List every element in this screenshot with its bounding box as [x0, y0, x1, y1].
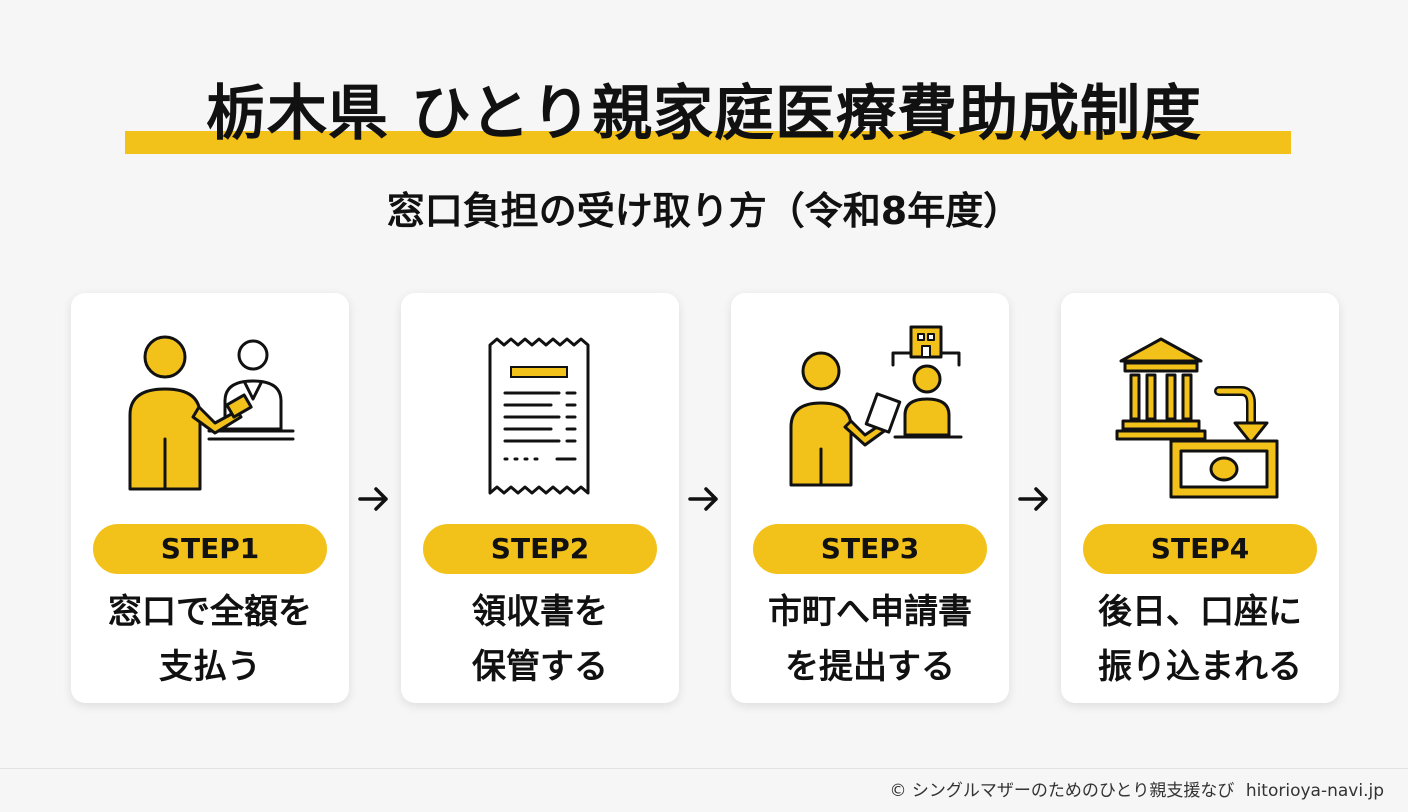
- bank-transfer-icon: [1115, 337, 1279, 499]
- step-description-line: を提出する: [785, 647, 955, 687]
- page-title: 栃木県 ひとり親家庭医療費助成制度: [205, 79, 1203, 149]
- step-description: 後日、口座に 振り込まれる: [1061, 585, 1339, 695]
- step-card-3: STEP3 市町へ申請書 を提出する: [731, 293, 1009, 703]
- step-card-1: STEP1 窓口で全額を 支払う: [71, 293, 349, 703]
- step-label: STEP2: [423, 524, 657, 574]
- footer: © シングルマザーのためのひとり親支援なび hitorioya-navi.jp: [884, 776, 1385, 806]
- footer-divider: [0, 768, 1408, 769]
- step-description-line: 窓口で全額を: [108, 592, 312, 632]
- step-label: STEP3: [753, 524, 987, 574]
- footer-site: hitorioya-navi.jp: [1245, 781, 1384, 801]
- step-label: STEP4: [1083, 524, 1317, 574]
- step-description-line: 支払う: [159, 647, 261, 687]
- arrow-right-icon: [688, 487, 718, 511]
- step-description-line: 領収書を: [472, 592, 608, 632]
- step-label: STEP1: [93, 524, 327, 574]
- step-description-line: 振り込まれる: [1098, 647, 1302, 687]
- payment-counter-icon: [128, 335, 295, 491]
- step-card-4: STEP4 後日、口座に 振り込まれる: [1061, 293, 1339, 703]
- submit-application-icon: [789, 325, 963, 487]
- step-card-2: STEP2 領収書を 保管する: [401, 293, 679, 703]
- step-description: 領収書を 保管する: [401, 585, 679, 695]
- step-description-line: 後日、口座に: [1098, 592, 1302, 632]
- page-subtitle: 窓口負担の受け取り方（令和8年度）: [386, 189, 1022, 233]
- step-description-line: 市町へ申請書: [768, 592, 972, 632]
- arrow-right-icon: [358, 487, 388, 511]
- arrow-right-icon: [1018, 487, 1048, 511]
- receipt-icon: [488, 337, 590, 495]
- footer-copyright: © シングルマザーのためのひとり親支援なび: [889, 781, 1235, 801]
- step-description: 窓口で全額を 支払う: [71, 585, 349, 695]
- step-description-line: 保管する: [472, 647, 608, 687]
- title-wrap: 栃木県 ひとり親家庭医療費助成制度: [0, 78, 1408, 150]
- step-description: 市町へ申請書 を提出する: [731, 585, 1009, 695]
- title-underline: [125, 131, 1291, 154]
